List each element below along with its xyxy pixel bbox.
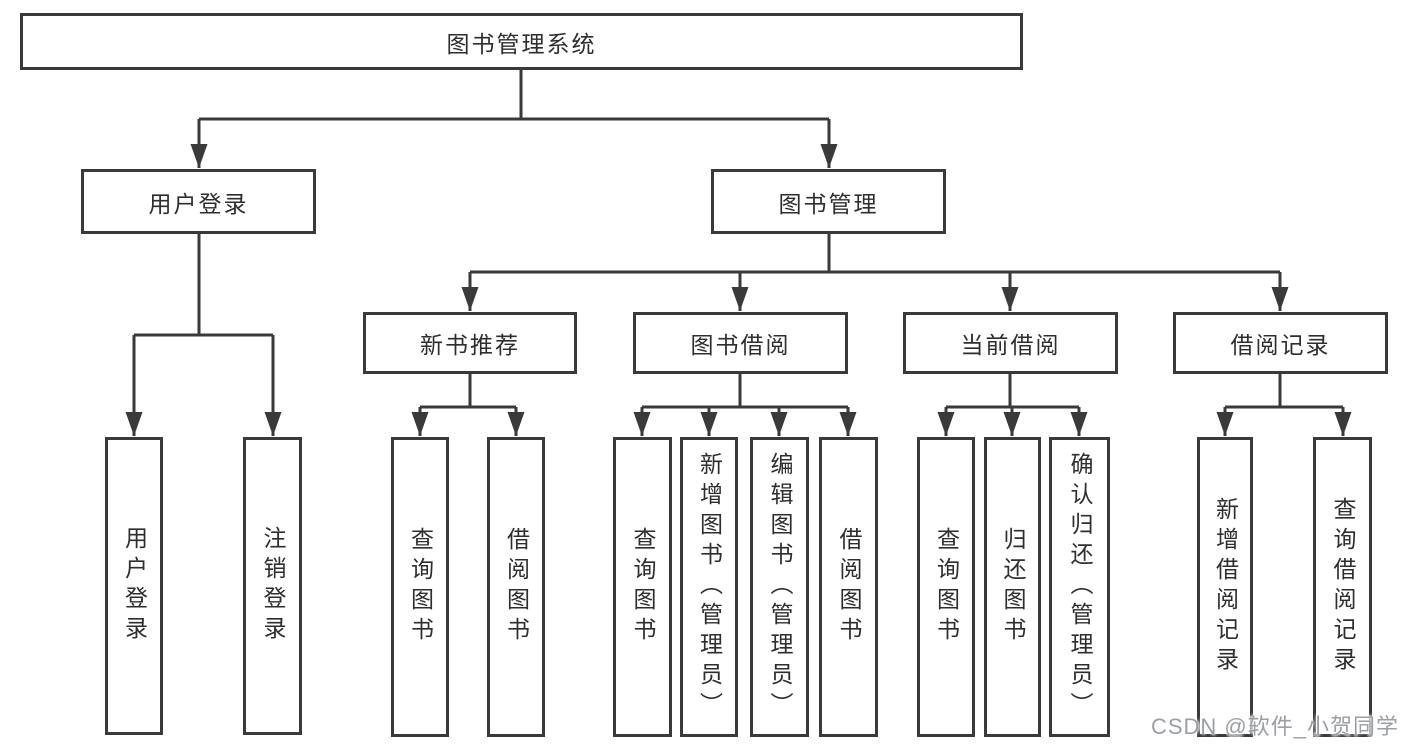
leaf-query-borrow-record: 查询借阅记录 [1313, 437, 1372, 737]
leaf-borrow-books-recommend: 借阅图书 [487, 437, 545, 737]
connector-new-book-split [411, 374, 525, 436]
leaf-confirm-return-admin-label: 确认归还（管理员） [1067, 452, 1093, 722]
leaf-add-books-admin: 新增图书（管理员） [680, 437, 738, 737]
csdn-watermark: CSDN @软件_小贺同学 [1150, 714, 1399, 739]
connector-borrow-records-split [1216, 374, 1352, 436]
leaf-confirm-return-admin: 确认归还（管理员） [1049, 437, 1110, 737]
leaf-query-books-recommend: 查询图书 [391, 437, 449, 737]
leaf-query-books-current-label: 查询图书 [933, 527, 960, 647]
leaf-edit-books-admin-label: 编辑图书（管理员） [767, 452, 793, 722]
node-user-login: 用户登录 [81, 169, 316, 234]
leaf-edit-books-admin: 编辑图书（管理员） [750, 437, 809, 737]
leaf-query-borrow-record-label: 查询借阅记录 [1330, 497, 1356, 677]
node-book-management: 图书管理 [711, 169, 946, 234]
node-new-book-recommend: 新书推荐 [363, 312, 577, 374]
connector-book-borrow-split [633, 374, 857, 436]
connector-current-borrow-split [937, 374, 1088, 436]
node-book-borrow: 图书借阅 [633, 312, 848, 374]
leaf-logout-login: 注销登录 [243, 437, 302, 735]
leaf-add-borrow-record: 新增借阅记录 [1197, 437, 1253, 737]
leaf-add-books-admin-label: 新增图书（管理员） [696, 452, 723, 722]
connector-book-management-split [461, 234, 1289, 311]
leaf-user-login: 用户登录 [105, 437, 163, 735]
leaf-return-books: 归还图书 [984, 437, 1041, 737]
connector-user-login-split [125, 234, 282, 436]
leaf-return-books-label: 归还图书 [1000, 527, 1026, 647]
connector-root-split [190, 70, 838, 168]
leaf-logout-login-label: 注销登录 [260, 526, 286, 646]
leaf-query-books-borrow: 查询图书 [613, 437, 672, 737]
leaf-add-borrow-record-label: 新增借阅记录 [1212, 497, 1239, 677]
node-root-library-system: 图书管理系统 [20, 13, 1023, 70]
leaf-borrow-books-recommend-label: 借阅图书 [503, 527, 530, 647]
leaf-query-books-borrow-label: 查询图书 [630, 527, 656, 647]
node-current-borrow: 当前借阅 [903, 312, 1118, 374]
node-borrow-records: 借阅记录 [1173, 312, 1388, 374]
leaf-query-books-recommend-label: 查询图书 [407, 527, 434, 647]
leaf-borrow-books-label: 借阅图书 [836, 527, 862, 647]
leaf-borrow-books: 借阅图书 [819, 437, 878, 737]
leaf-user-login-label: 用户登录 [121, 526, 148, 646]
leaf-query-books-current: 查询图书 [917, 437, 975, 737]
